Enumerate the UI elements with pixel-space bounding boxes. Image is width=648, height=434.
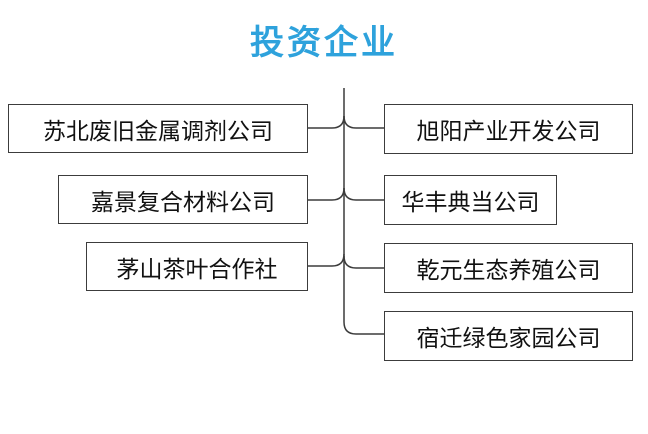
left-company-box-1: 苏北废旧金属调剂公司 — [8, 104, 308, 153]
right-company-box-4: 宿迁绿色家园公司 — [384, 311, 633, 361]
diagram-title: 投资企业 — [250, 23, 398, 63]
right-company-label: 宿迁绿色家园公司 — [416, 326, 601, 352]
left-connector-1 — [308, 115, 345, 129]
right-company-box-3: 乾元生态养殖公司 — [384, 243, 633, 293]
right-company-label: 乾元生态养殖公司 — [416, 258, 601, 284]
right-connector-3 — [343, 255, 384, 269]
left-company-label: 茅山茶叶合作社 — [116, 256, 278, 283]
right-company-label: 旭阳产业开发公司 — [416, 119, 601, 145]
right-company-label: 华丰典当公司 — [401, 190, 540, 216]
left-company-box-2: 嘉景复合材料公司 — [58, 175, 308, 224]
left-company-label: 嘉景复合材料公司 — [91, 189, 275, 216]
left-company-label: 苏北废旧金属调剂公司 — [43, 118, 273, 145]
right-connector-4 — [343, 321, 384, 335]
left-connector-3 — [308, 253, 345, 267]
right-company-box-1: 旭阳产业开发公司 — [384, 104, 633, 154]
left-connector-2 — [308, 187, 345, 201]
right-connector-2 — [343, 187, 384, 201]
right-connector-1 — [343, 115, 384, 129]
right-company-box-2: 华丰典当公司 — [384, 175, 557, 225]
left-company-box-3: 茅山茶叶合作社 — [86, 242, 308, 291]
